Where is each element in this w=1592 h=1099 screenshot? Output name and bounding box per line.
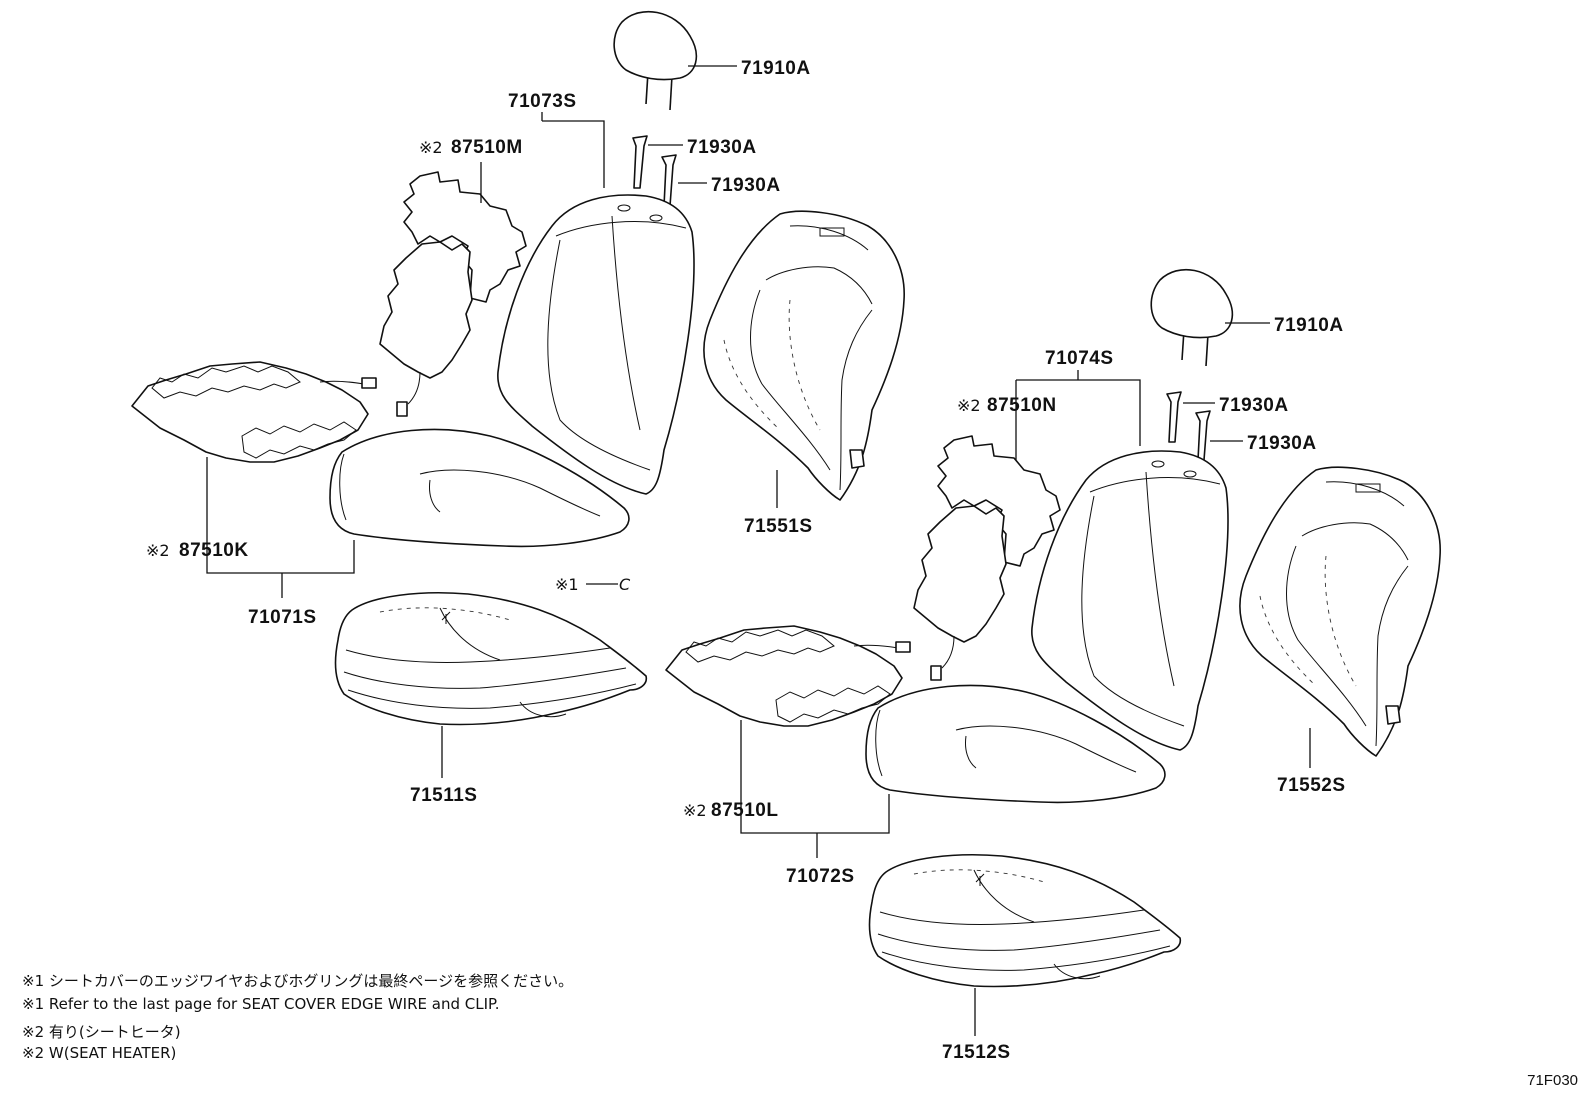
label-71930A-left-1: 71930A <box>687 137 757 158</box>
heater-mat-cushion-left <box>131 361 377 463</box>
headrest-guide-left-1 <box>632 135 648 189</box>
label-87510L: 87510L <box>711 800 778 821</box>
label-71074S: 71074S <box>1045 348 1114 369</box>
ref-mark-2-87510N: ※2 <box>957 396 981 415</box>
part-labels: 71910A 71073S ※2 87510M 71930A 71930A 71… <box>146 58 1346 1063</box>
label-71552S: 71552S <box>1277 775 1346 796</box>
footnote-1-jp: ※1 シートカバーのエッジワイヤおよびホグリングは最終ページを参照ください。 <box>22 972 574 990</box>
headrest-left <box>613 10 698 111</box>
headrest-guide-right-1 <box>1166 391 1182 443</box>
label-87510K: 87510K <box>179 540 249 561</box>
label-87510M: 87510M <box>451 137 523 158</box>
footnote-2-en: ※2 W(SEAT HEATER) <box>22 1044 177 1062</box>
ref-mark-2-87510M: ※2 <box>419 138 443 157</box>
heater-mat-cushion-right <box>665 625 911 727</box>
label-71512S: 71512S <box>942 1042 1011 1063</box>
cushion-pad-left <box>329 428 630 548</box>
footnote-2-jp: ※2 有り(シートヒータ) <box>22 1023 181 1041</box>
label-71073S: 71073S <box>508 91 577 112</box>
footnote-1-en: ※1 Refer to the last page for SEAT COVER… <box>22 995 500 1013</box>
label-71511S: 71511S <box>410 785 477 806</box>
backrest-pad-right <box>1031 450 1229 751</box>
ref-mark-1-clip: ※1 <box>555 575 579 594</box>
clip-mark: C <box>619 575 631 594</box>
diagram-code: 71F030 <box>1527 1072 1578 1089</box>
backrest-cover-right <box>1239 466 1441 757</box>
label-71910A-right: 71910A <box>1274 315 1344 336</box>
ref-mark-2-87510K: ※2 <box>146 541 170 560</box>
label-71910A-left: 71910A <box>741 58 811 79</box>
label-71071S: 71071S <box>248 607 317 628</box>
headrest-guide-left-2 <box>661 154 677 207</box>
headrest-guide-right-2 <box>1195 410 1211 461</box>
label-71930A-right-2: 71930A <box>1247 433 1317 454</box>
label-71072S: 71072S <box>786 866 855 887</box>
heater-mat-back-left <box>379 171 527 417</box>
seat-cover-left <box>334 591 648 726</box>
label-87510N: 87510N <box>987 395 1057 416</box>
heater-mat-back-right <box>913 435 1061 681</box>
label-71930A-left-2: 71930A <box>711 175 781 196</box>
cushion-pad-right <box>865 684 1166 804</box>
backrest-pad-left <box>497 194 695 495</box>
seat-cover-right <box>868 853 1182 988</box>
leader-lines <box>206 65 1311 1036</box>
label-71551S: 71551S <box>744 516 813 537</box>
ref-mark-2-87510L: ※2 <box>683 801 707 820</box>
backrest-cover-left <box>703 210 905 501</box>
label-71930A-right-1: 71930A <box>1219 395 1289 416</box>
headrest-right <box>1150 268 1234 367</box>
